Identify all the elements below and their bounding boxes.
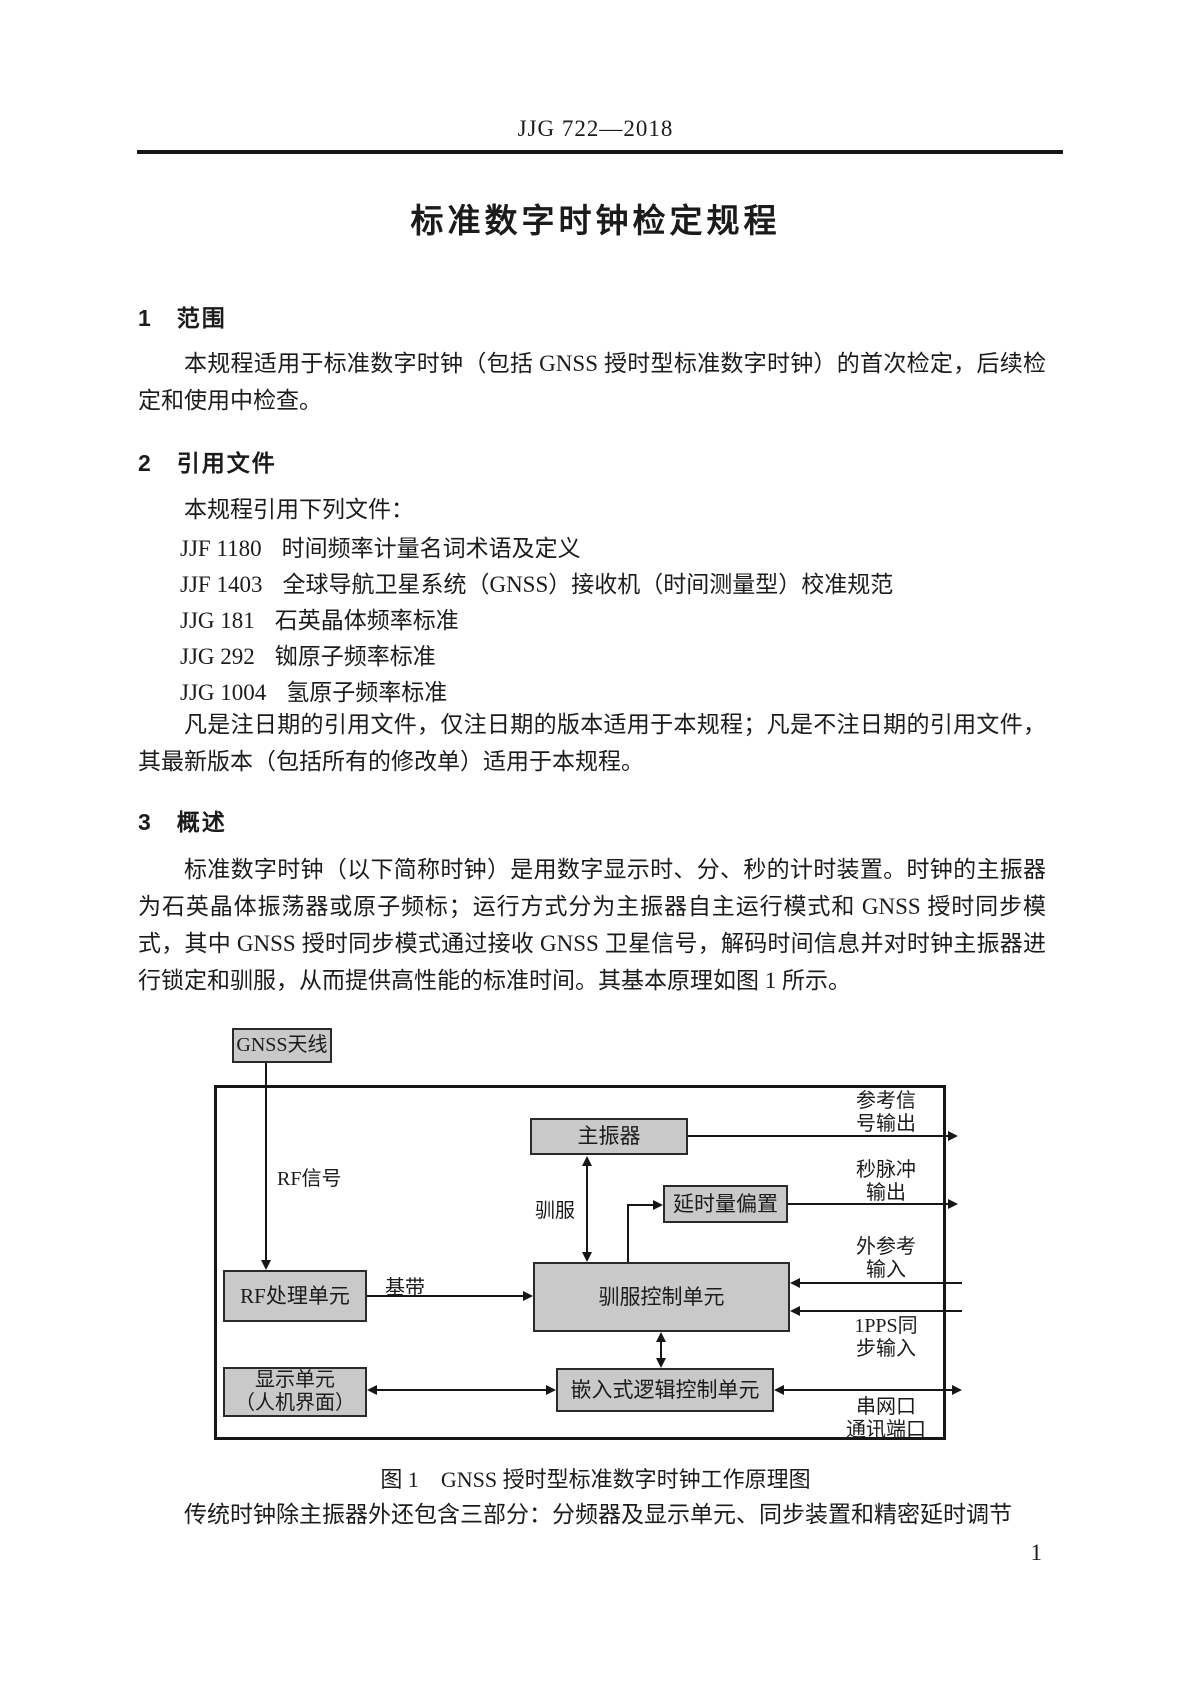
section-number: 1 xyxy=(138,305,151,331)
section-title: 概述 xyxy=(176,809,227,835)
reference-item: JJF 1403 全球导航卫星系统（GNSS）接收机（时间测量型）校准规范 xyxy=(180,567,893,603)
reference-code: JJF 1180 xyxy=(180,536,262,561)
arrowhead-ext-ref-input xyxy=(790,1278,800,1288)
arrowhead-display-logic-left xyxy=(367,1385,377,1395)
page-number: 1 xyxy=(1030,1540,1043,1565)
line-delay-link-vertical xyxy=(627,1204,629,1262)
label-line: 外参考 xyxy=(856,1236,916,1258)
block-rf-processing-unit: RF处理单元 xyxy=(223,1270,367,1322)
reference-code: JJF 1403 xyxy=(180,572,263,597)
line-display-logic xyxy=(376,1389,548,1391)
arrowhead-control-logic-up xyxy=(656,1332,666,1342)
line-ref-output xyxy=(688,1135,950,1137)
label-line: 参考信 xyxy=(856,1090,916,1112)
line-baseband xyxy=(367,1295,525,1297)
display-unit-line2: （人机界面） xyxy=(235,1392,355,1414)
label-line: 步输入 xyxy=(856,1338,916,1360)
line-pps-sync-input xyxy=(799,1310,962,1312)
block-main-oscillator: 主振器 xyxy=(530,1118,688,1155)
arrowhead-display-logic-right xyxy=(546,1385,556,1395)
line-delay-link-horizontal xyxy=(627,1204,655,1206)
header-rule xyxy=(137,150,1063,154)
arrowhead-serial-left xyxy=(774,1385,784,1395)
label-line: 输入 xyxy=(866,1259,906,1281)
reference-code: JJG 292 xyxy=(180,644,255,669)
label-pps-output: 秒脉冲 输出 xyxy=(828,1159,944,1205)
figure-caption: 图 1 GNSS 授时型标准数字时钟工作原理图 xyxy=(380,1467,811,1492)
arrowhead-pps-sync-input xyxy=(790,1306,800,1316)
arrowhead-into-delay-offset xyxy=(653,1200,663,1210)
label-line: 串网口 xyxy=(856,1396,916,1418)
section-number: 2 xyxy=(138,450,151,476)
line-control-logic xyxy=(660,1338,662,1364)
arrowhead-ref-output xyxy=(948,1131,958,1141)
arrowhead-taming-down xyxy=(582,1252,592,1262)
label-serial-port: 串网口 通讯端口 xyxy=(828,1396,944,1442)
reference-code: JJG 1004 xyxy=(180,680,267,705)
reference-item: JJG 1004 氢原子频率标准 xyxy=(180,675,447,711)
reference-code: JJG 181 xyxy=(180,608,255,633)
page-title: 标准数字时钟检定规程 xyxy=(410,202,781,239)
paragraph-overview: 标准数字时钟（以下简称时钟）是用数字显示时、分、秒的计时装置。时钟的主振器为石英… xyxy=(138,857,1046,993)
reference-name: 时间频率计量名词术语及定义 xyxy=(281,536,581,561)
block-gnss-antenna: GNSS天线 xyxy=(232,1028,332,1063)
label-line: 秒脉冲 xyxy=(856,1159,916,1181)
paragraph-ref-note: 凡是注日期的引用文件，仅注日期的版本适用于本规程；凡是不注日期的引用文件，其最新… xyxy=(138,712,1046,774)
line-pps-output xyxy=(788,1203,950,1205)
arrowhead-control-logic-down xyxy=(656,1358,666,1368)
label-pps-sync-input: 1PPS同 步输入 xyxy=(828,1315,944,1361)
line-rf-signal xyxy=(265,1063,267,1263)
label-line: 通讯端口 xyxy=(846,1419,926,1441)
paragraph-closing: 传统时钟除主振器外还包含三部分：分频器及显示单元、同步装置和精密延时调节 xyxy=(184,1502,1012,1527)
label-ref-output: 参考信 号输出 xyxy=(828,1090,944,1136)
paragraph-scope: 本规程适用于标准数字时钟（包括 GNSS 授时型标准数字时钟）的首次检定，后续检… xyxy=(138,351,1046,413)
paragraph-ref-intro: 本规程引用下列文件： xyxy=(184,497,414,522)
display-unit-line1: 显示单元 xyxy=(255,1369,335,1391)
label-line: 1PPS同 xyxy=(854,1315,918,1337)
label-rf-signal: RF信号 xyxy=(277,1168,342,1190)
reference-item: JJG 181 石英晶体频率标准 xyxy=(180,603,459,639)
reference-item: JJG 292 铷原子频率标准 xyxy=(180,639,436,675)
arrowhead-baseband xyxy=(523,1291,533,1301)
section-heading-scope: 1 范围 xyxy=(138,299,227,333)
reference-name: 氢原子频率标准 xyxy=(286,680,448,705)
line-serial-port xyxy=(783,1389,953,1391)
arrowhead-serial-right xyxy=(952,1385,962,1395)
section-number: 3 xyxy=(138,809,151,835)
section-title: 范围 xyxy=(176,305,227,331)
reference-name: 全球导航卫星系统（GNSS）接收机（时间测量型）校准规范 xyxy=(282,572,894,597)
label-line: 输出 xyxy=(866,1182,906,1204)
block-logic-control-unit: 嵌入式逻辑控制单元 xyxy=(556,1368,774,1412)
line-taming xyxy=(586,1162,588,1256)
label-ext-ref-input: 外参考 输入 xyxy=(828,1236,944,1282)
block-delay-offset: 延时量偏置 xyxy=(663,1185,788,1223)
arrowhead-pps-output xyxy=(948,1199,958,1209)
reference-name: 铷原子频率标准 xyxy=(274,644,436,669)
header-standard-code: JJG 722—2018 xyxy=(517,116,674,141)
section-heading-references: 2 引用文件 xyxy=(138,444,277,478)
block-taming-control-unit: 驯服控制单元 xyxy=(533,1262,790,1332)
arrowhead-taming-up xyxy=(582,1156,592,1166)
reference-name: 石英晶体频率标准 xyxy=(274,608,459,633)
section-title: 引用文件 xyxy=(176,450,277,476)
line-ext-ref-input xyxy=(799,1282,962,1284)
label-taming: 驯服 xyxy=(535,1200,575,1222)
reference-item: JJF 1180 时间频率计量名词术语及定义 xyxy=(180,531,581,567)
figure-outer-frame xyxy=(214,1085,946,1440)
block-display-unit: 显示单元 （人机界面） xyxy=(223,1367,367,1417)
label-baseband: 基带 xyxy=(385,1277,425,1299)
section-heading-overview: 3 概述 xyxy=(138,803,227,837)
arrowhead-into-rf-unit xyxy=(261,1260,271,1270)
label-line: 号输出 xyxy=(856,1113,916,1135)
